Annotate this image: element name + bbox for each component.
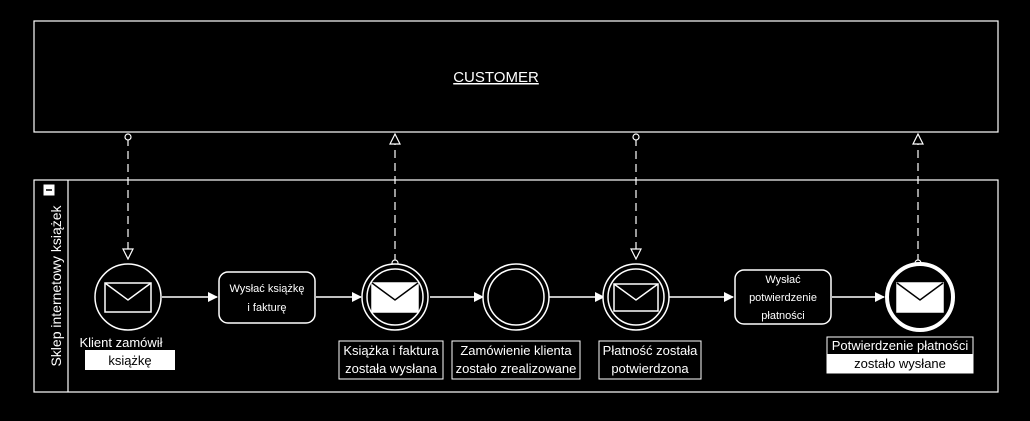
confirmation-sent-label: Potwierdzenie płatności zostało wysłane [826,336,974,374]
book-sent-label-line1: Książka i faktura [343,343,439,358]
start-event-label-line1: Klient zamówił [79,335,162,350]
intermediate-event-order-fulfilled[interactable] [482,263,550,331]
message-flows [125,134,921,267]
envelope-icon [613,283,659,312]
payment-confirmed-label-line2: potwierdzona [611,361,689,376]
customer-pool[interactable]: CUSTOMER [33,20,999,133]
start-event-order-received[interactable] [94,263,162,331]
task-send-confirmation-line2: potwierdzenie [749,292,817,304]
intermediate-event-payment-confirmed[interactable] [602,263,670,331]
end-event-confirmation-sent[interactable] [885,262,955,332]
task-send-confirmation-line3: płatności [761,310,804,322]
start-event-label-line2: książkę [108,353,151,368]
customer-pool-title: CUSTOMER [453,69,539,86]
order-fulfilled-label-line2: zostało zrealizowane [456,361,577,376]
task-send-book-line2: i fakturę [247,302,286,314]
envelope-icon [104,282,152,313]
payment-confirmed-label: Płatność została potwierdzona [598,340,702,380]
intermediate-event-book-sent[interactable] [361,263,429,331]
shop-pool[interactable]: Sklep internetowy książek [33,179,999,393]
envelope-filled-icon [371,282,419,313]
start-event-label: Klient zamówił książkę [79,335,175,370]
task-send-confirmation-line1: Wysłać [765,274,801,286]
task-send-confirmation[interactable]: Wysłać potwierdzenie płatności [734,269,832,325]
confirmation-sent-label-line1: Potwierdzenie płatności [832,338,969,353]
payment-confirmed-label-line1: Płatność została [603,343,698,358]
collapse-icon[interactable] [43,184,55,196]
confirmation-sent-label-line2: zostało wysłane [854,356,946,371]
book-sent-label: Książka i faktura została wysłana [338,340,444,380]
envelope-filled-icon [896,282,944,313]
book-sent-label-line2: została wysłana [345,361,438,376]
order-fulfilled-label-line1: Zamówienie klienta [460,343,572,358]
task-send-book-line1: Wysłać książkę [229,283,304,295]
shop-pool-title: Sklep internetowy książek [48,204,64,366]
order-fulfilled-label: Zamówienie klienta zostało zrealizowane [451,340,581,380]
task-send-book[interactable]: Wysłać książkę i fakturę [218,271,316,324]
